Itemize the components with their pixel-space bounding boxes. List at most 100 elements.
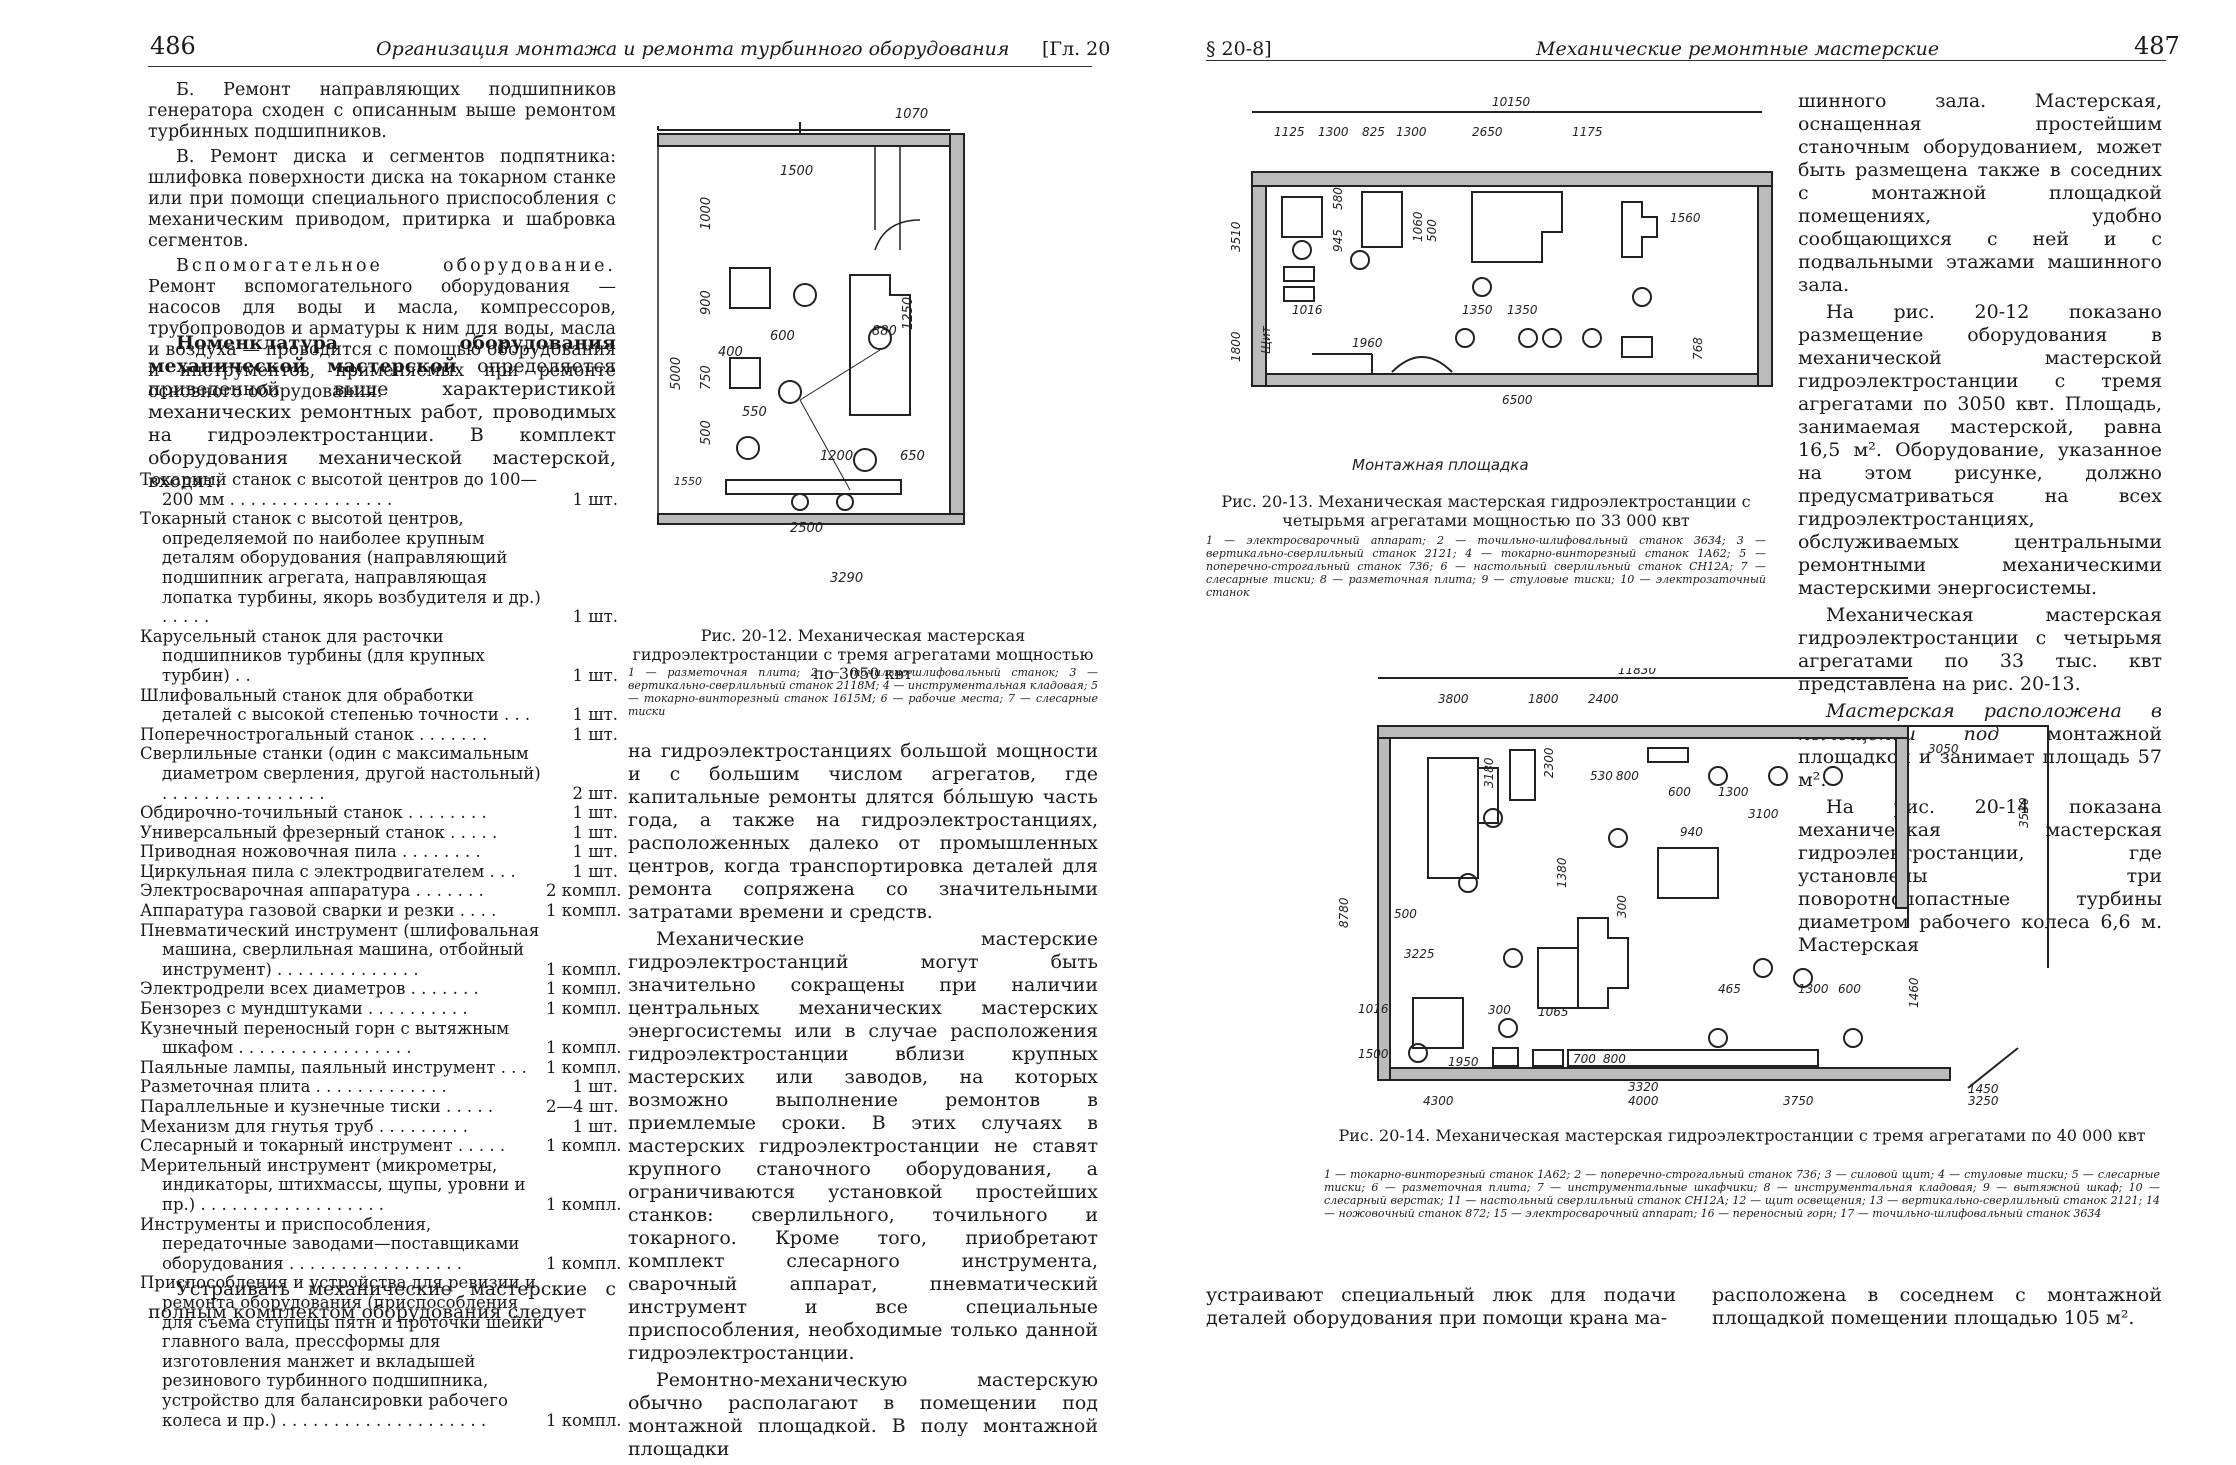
equipment-row: Токарный станок с высотой центров, опред…: [140, 509, 618, 627]
dim-4000: 4000: [1628, 1094, 1659, 1108]
dim-3050: 3050: [1928, 742, 1959, 756]
dim-1300b: 1300: [1396, 125, 1427, 139]
equipment-row: Инструменты и приспособления, передаточн…: [140, 1214, 622, 1274]
equipment-row: Сверлильные станки (один с максимальным …: [140, 744, 618, 803]
nomen-block: Номенклатура оборудования механической м…: [148, 332, 616, 497]
equipment-qty: 1 компл.: [546, 1057, 622, 1077]
nomen-heading: Номенклатура оборудования механической м…: [148, 332, 616, 377]
section-label: § 20-8]: [1206, 38, 1272, 60]
equipment-qty: 1 компл.: [546, 1194, 622, 1214]
equipment-qty: 1 шт.: [572, 842, 618, 862]
dim-3750: 3750: [1783, 1094, 1814, 1108]
dim-1300b: 1300: [1798, 982, 1829, 996]
aux-paragraph: Вспомогательное оборудование. Ремонт всп…: [148, 256, 616, 403]
equipment-qty: 1 компл.: [546, 959, 622, 979]
equipment-qty: 1 компл.: [546, 901, 622, 921]
equipment-name: Мерительный инструмент (микрометры, инди…: [140, 1155, 526, 1214]
equipment-name: Электродрели всех диаметров . . . . . . …: [140, 979, 479, 999]
equipment-qty: 1 шт.: [572, 607, 618, 627]
dim-1016: 1016: [1358, 1002, 1389, 1016]
page-number-right: 487: [2134, 32, 2180, 60]
equipment-qty: 2—4 шт.: [546, 1097, 619, 1116]
dim-3290: 3290: [830, 571, 863, 586]
italic-rest: монтажной площадкой и занимает площадь 5…: [1798, 723, 2163, 791]
equipment-qty: 1 компл.: [546, 999, 622, 1019]
dim-1000: 1000: [699, 197, 714, 230]
dim-3180: 3180: [1482, 757, 1496, 788]
fig14-caption: Рис. 20-14. Механическая мастерская гидр…: [1338, 1126, 2146, 1145]
fig13-label: Монтажная площадка: [1352, 456, 1529, 474]
bottom-col2-text: расположена в соседнем с монтажной площа…: [1712, 1284, 2162, 1329]
equipment-name: Обдирочно-точильный станок . . . . . . .…: [140, 803, 487, 823]
dim-500: 500: [1425, 219, 1439, 242]
col2-para-1: на гидроэлектростанциях большой мощности…: [628, 740, 1098, 923]
right-para-3: Механическая мастерская гидроэлектростан…: [1798, 604, 2162, 695]
dim-400: 400: [718, 345, 743, 360]
dim-1960: 1960: [1352, 336, 1383, 350]
equipment-name: Токарный станок с высотой центров до 100…: [140, 470, 537, 509]
equipment-name: Слесарный и токарный инструмент . . . . …: [140, 1136, 506, 1156]
dim-1500: 1500: [780, 164, 813, 179]
fig12-legend: 1 — разметочная плита; 2 — точильно-шлиф…: [628, 666, 1098, 718]
dim-3225: 3225: [1404, 947, 1435, 961]
dim-10150: 10150: [1492, 95, 1531, 109]
dim-5000: 5000: [669, 357, 684, 390]
right-para-2: На рис. 20-12 показано размещение оборуд…: [1798, 301, 2162, 599]
dim-500: 500: [699, 420, 714, 445]
equipment-qty: 1 шт.: [572, 705, 618, 725]
dim-465: 465: [1718, 982, 1741, 996]
equipment-qty: 1 шт.: [572, 861, 618, 881]
col2-para-3: Ремонтно-механическую мастерскую обычно …: [628, 1369, 1098, 1460]
dim-8780: 8780: [1337, 897, 1351, 928]
left-page: 486 Организация монтажа и ремонта турбин…: [0, 0, 1118, 1460]
equipment-row: Карусельный станок для расточки подшипни…: [140, 627, 618, 686]
equipment-name: Инструменты и приспособления, передаточн…: [140, 1214, 520, 1273]
dim-600b: 600: [1838, 982, 1861, 996]
dim-300: 300: [1488, 1003, 1511, 1017]
dim-1060: 1060: [1411, 211, 1425, 242]
equipment-qty: 2 компл.: [546, 881, 622, 901]
closing-text: Устраивать механические мастерские с пол…: [148, 1278, 616, 1323]
dim-1800: 1800: [1229, 331, 1243, 362]
bottom-col1-text: устраивают специальный люк для подачи де…: [1206, 1284, 1676, 1329]
dim-3510: 3510: [1229, 221, 1243, 252]
dim-2650: 2650: [1472, 125, 1503, 139]
equipment-name: Электросварочная аппаратура . . . . . . …: [140, 881, 484, 901]
equipment-name: Паяльные лампы, паяльный инструмент . . …: [140, 1057, 527, 1077]
dim-1070: 1070: [895, 107, 928, 122]
equipment-row: Пневматический инструмент (шлифовальная …: [140, 921, 622, 980]
page-number-left: 486: [150, 32, 196, 60]
dim-300b: 300: [1615, 895, 1629, 918]
equipment-row: Разметочная плита . . . . . . . . . . . …: [140, 1077, 618, 1097]
fig14-legend: 1 — токарно-винторезный станок 1А62; 2 —…: [1324, 1168, 2160, 1220]
equipment-row: Циркульная пила с электродвигателем . . …: [140, 862, 618, 882]
equipment-name: Циркульная пила с электродвигателем . . …: [140, 861, 516, 881]
running-title-left: Организация монтажа и ремонта турбинного…: [376, 38, 1010, 60]
equipment-row: Приводная ножовочная пила . . . . . . . …: [140, 842, 618, 862]
dim-11830: 11830: [1618, 668, 1657, 677]
dim-600: 600: [1668, 785, 1691, 799]
left-col-intro: Б. Ремонт направляющих подшипников генер…: [148, 80, 616, 407]
header-rule-right: [1206, 60, 2166, 61]
header-rule-left: [148, 66, 1092, 67]
dim-1250: 1250: [901, 297, 916, 330]
dim-4300: 4300: [1423, 1094, 1454, 1108]
para-v: В. Ремонт диска и сегментов подпятника: …: [148, 147, 616, 251]
equipment-name: Приводная ножовочная пила . . . . . . . …: [140, 842, 481, 862]
equipment-row: Параллельные и кузнечные тиски . . . . .…: [140, 1097, 618, 1117]
equipment-row: Механизм для гнутья труб . . . . . . . .…: [140, 1117, 618, 1137]
equipment-qty: 1 компл.: [546, 979, 622, 999]
equipment-row: Обдирочно-точильный станок . . . . . . .…: [140, 803, 618, 823]
equipment-row: Токарный станок с высотой центров до 100…: [140, 470, 618, 509]
dim-600: 600: [770, 329, 795, 344]
figure-20-14-plan: 11830 3800 1800 2400 3050 3180 2300 530 …: [1337, 668, 2049, 1108]
equipment-qty: 1 шт.: [572, 1077, 618, 1097]
equipment-row: Паяльные лампы, паяльный инструмент . . …: [140, 1057, 622, 1078]
chapter-label: [Гл. 20: [1042, 38, 1111, 60]
fig13-caption: Рис. 20-13. Механическая мастерская гидр…: [1221, 492, 1751, 530]
equipment-name: Кузнечный переносный горн с вытяжным шка…: [140, 1018, 510, 1058]
equipment-qty: 2 шт.: [572, 783, 618, 803]
dim-550: 550: [742, 405, 767, 420]
dim-3320: 3320: [1628, 1080, 1659, 1094]
equipment-row: Аппаратура газовой сварки и резки . . . …: [140, 901, 622, 921]
